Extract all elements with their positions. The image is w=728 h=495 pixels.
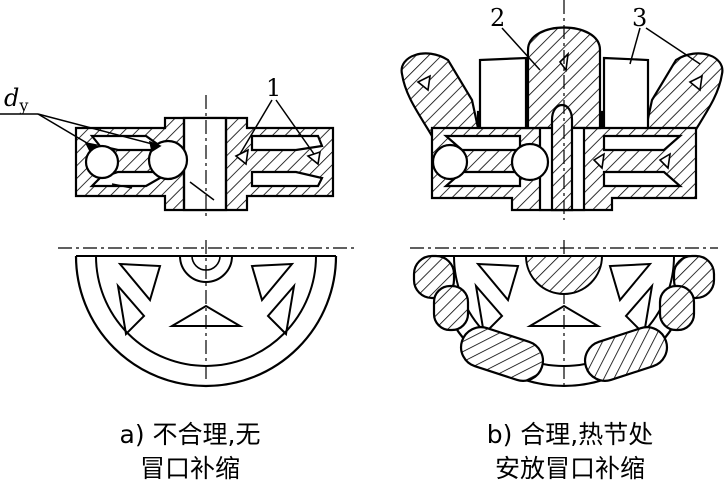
caption-a-line1: a) 不合理,无 [119,420,261,449]
plan-view-a [58,240,356,388]
dimension-dy [0,113,215,201]
plan-view-b [410,240,718,390]
caption-b: b) 合理,热节处 安放冒口补缩 [430,418,710,486]
section-view-b [400,26,724,212]
label-3: 3 [632,4,647,32]
label-1: 1 [266,74,281,102]
caption-a: a) 不合理,无 冒口补缩 [60,418,320,486]
section-view-a [74,116,335,212]
caption-a-line2: 冒口补缩 [139,454,240,483]
label-dy: dy [4,84,28,115]
caption-b-line2: 安放冒口补缩 [494,454,645,483]
label-2: 2 [490,4,505,32]
caption-b-line1: b) 合理,热节处 [486,420,654,449]
